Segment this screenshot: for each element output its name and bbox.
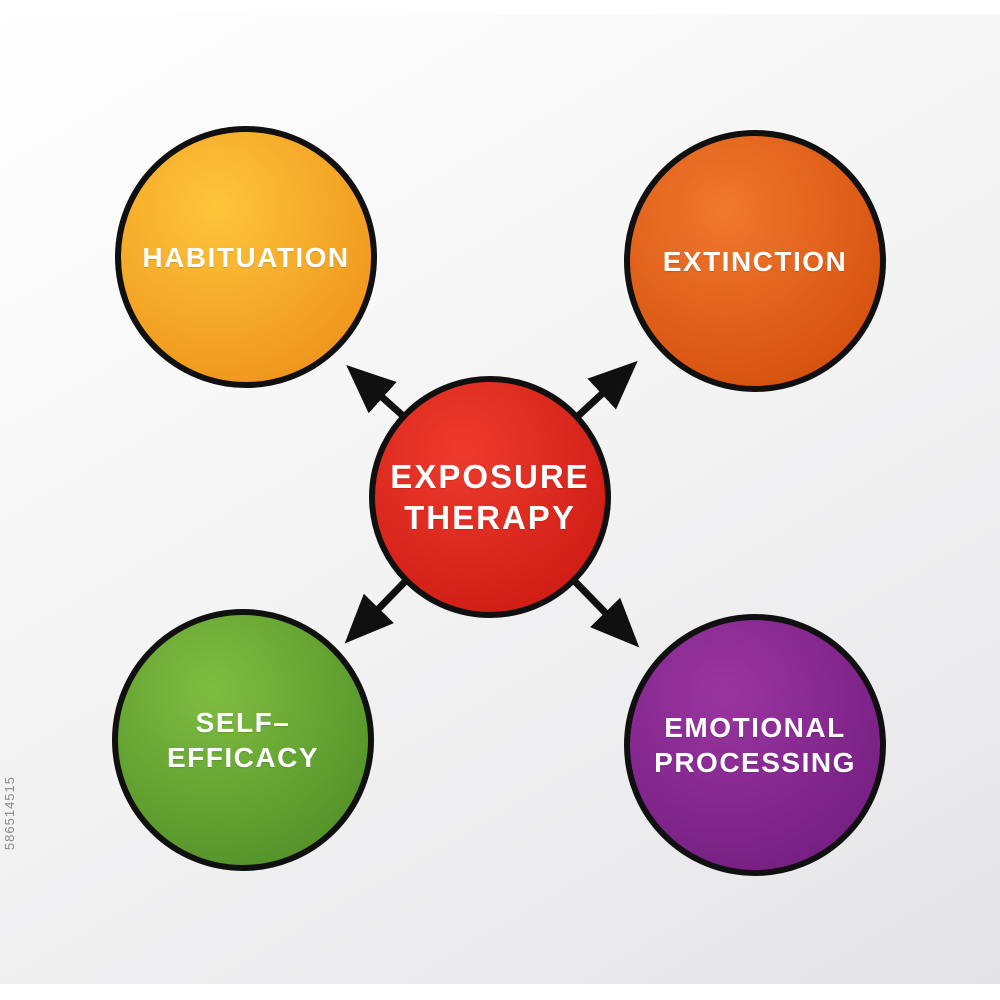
node-extinction: EXTINCTION	[624, 130, 886, 392]
node-self-efficacy: SELF–EFFICACY	[112, 609, 374, 871]
node-emotional-processing: EMOTIONAL PROCESSING	[624, 614, 886, 876]
node-self-efficacy-label: SELF–EFFICACY	[167, 707, 319, 773]
node-exposure-therapy: EXPOSURE THERAPY	[369, 376, 611, 618]
node-habituation-label: HABITUATION	[142, 241, 350, 273]
node-exposure-therapy-label: EXPOSURE THERAPY	[390, 457, 590, 536]
node-extinction-label: EXTINCTION	[662, 245, 848, 277]
node-habituation: HABITUATION	[115, 126, 377, 388]
watermark-id: 586514515	[2, 775, 17, 850]
canvas-edge-bottom	[0, 984, 1000, 1000]
canvas-edge-top	[0, 0, 1000, 14]
node-emotional-processing-label: EMOTIONAL PROCESSING	[654, 712, 856, 778]
